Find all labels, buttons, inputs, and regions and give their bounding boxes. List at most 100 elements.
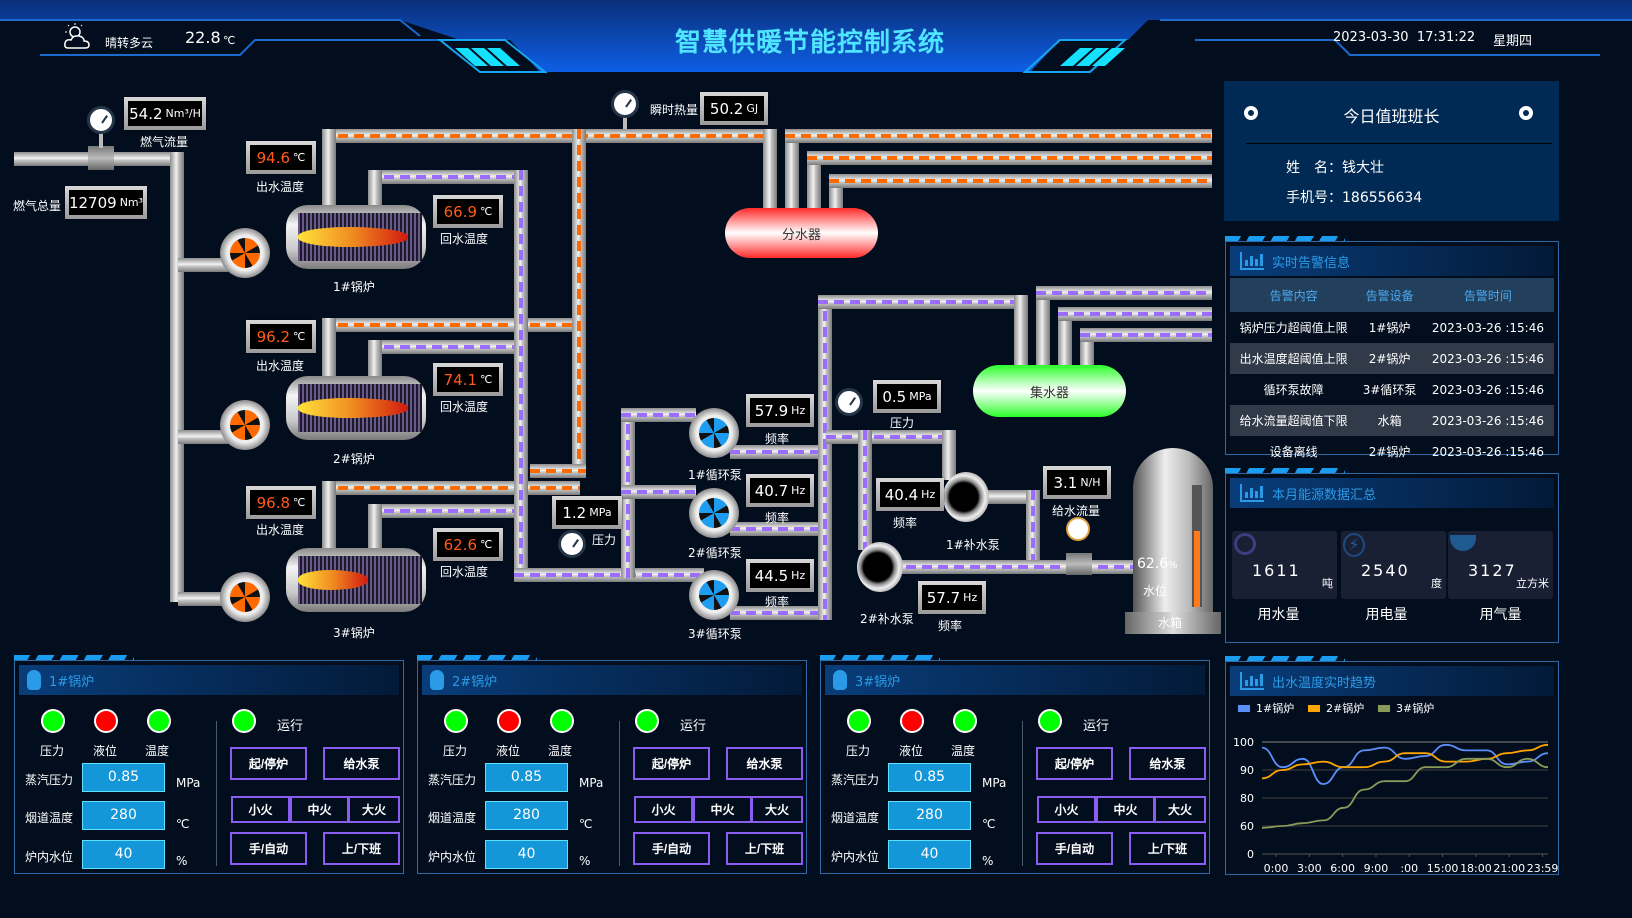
start-stop-button[interactable]: 起/停炉 [230,747,307,780]
run-indicator [1038,709,1062,733]
temp-unit: ℃ [293,496,306,509]
freq-label: 频率 [938,619,963,633]
start-stop-button[interactable]: 起/停炉 [1036,747,1113,780]
water-level-label: 炉内水位 [428,850,477,864]
water-level-label: 炉内水位 [25,850,74,864]
energy-card-gas: 3127 立方米 [1448,531,1553,599]
fan-icon [230,238,260,268]
y-tick-label: 60 [1240,820,1254,833]
name-label: 姓 名： [1286,160,1342,176]
x-tick-label: 23:59 [1527,862,1558,874]
manual-auto-button[interactable]: 手/自动 [1036,832,1113,865]
y-tick-label: 0 [1247,848,1254,861]
cold-flow [890,565,1135,569]
boiler-2[interactable] [286,376,426,440]
boiler3-out-temp: 96.8 [256,493,291,512]
burner-fan-2[interactable] [220,400,270,450]
duty-phone: 186556634 [1342,190,1423,206]
circ-pump1-freq: 57.9 [754,401,789,420]
legend-swatch [1308,705,1320,712]
start-stop-button[interactable]: 起/停炉 [633,747,710,780]
makeup-pump-1[interactable] [943,472,989,522]
burner-fan-1[interactable] [220,228,270,278]
pressure-indicator [41,709,65,733]
alarm-content: 设备离线 [1269,445,1318,459]
gas-total-label: 燃气总量 [13,199,62,213]
divider [1022,721,1023,866]
datetime: 2023-03-30 17:31:22 [1333,30,1476,45]
boiler1-return-temp-display: 66.9℃ [433,195,503,228]
low-fire-button[interactable]: 小火 [1037,796,1096,823]
level-gauge-track [1192,485,1202,607]
circ-pump-2[interactable] [689,488,739,538]
boiler-1[interactable] [286,205,426,269]
boiler1-out-temp-display: 94.6℃ [246,141,316,174]
shift-button[interactable]: 上/下班 [1129,832,1206,865]
circ-pump-1[interactable] [689,408,739,458]
makeup-pump-2[interactable] [857,542,903,592]
legend-swatch [1378,705,1390,712]
high-fire-button[interactable]: 大火 [348,796,400,823]
mid-fire-button[interactable]: 中火 [290,796,349,823]
water-level-value: 40 [82,840,165,869]
gas-branch-1 [178,258,228,272]
duty-phone-row: 手机号：186556634 [1286,187,1422,207]
col-device: 告警设备 [1357,278,1422,312]
feed-pump-button[interactable]: 给水泵 [1129,747,1206,780]
makeup-pump1-freq: 40.4 [884,485,919,504]
low-fire-button[interactable]: 小火 [231,796,290,823]
gas-flow-gauge-icon [87,106,115,134]
legend-label: 1#锅炉 [1256,702,1294,715]
high-fire-button[interactable]: 大火 [1154,796,1206,823]
mid-fire-button[interactable]: 中火 [693,796,752,823]
temp-unit: ℃ [293,151,306,164]
low-fire-button[interactable]: 小火 [634,796,693,823]
burner-fan-3[interactable] [220,572,270,622]
boiler3-out-pipe [322,481,580,495]
panel-stripes [14,655,134,661]
feed-flow-unit: N/H [1080,476,1101,489]
tank-level-label: 水位 [1143,584,1168,598]
cold-flow [826,435,956,439]
high-fire-button[interactable]: 大火 [751,796,803,823]
boiler-3[interactable] [286,548,426,612]
heat-unit: GJ [746,102,759,115]
boiler-panel-title: 2#锅炉 [452,674,498,690]
circ-pump-3[interactable] [689,570,739,620]
level-indicator [497,709,521,733]
distributor-inlet [763,129,777,209]
phone-label: 手机号： [1286,190,1342,206]
manual-auto-button[interactable]: 手/自动 [230,832,307,865]
manual-auto-button[interactable]: 手/自动 [633,832,710,865]
mid-fire-button[interactable]: 中火 [1096,796,1155,823]
cold-flow [621,490,696,494]
hot-main-pipe [322,129,777,143]
divider [1246,143,1552,144]
feed-pump-button[interactable]: 给水泵 [323,747,400,780]
flue-temp-unit: ℃ [176,817,190,831]
feed-pump-button[interactable]: 给水泵 [726,747,803,780]
shift-button[interactable]: 上/下班 [323,832,400,865]
flue-temp-unit: ℃ [579,817,593,831]
flue-temp-label: 烟道温度 [428,811,477,825]
boiler-panel: 2#锅炉 压力 液位 温度 蒸汽压力 0.85 MPa 烟道温度 280 ℃ 炉… [417,660,807,874]
return-temp-label: 回水温度 [440,565,489,579]
run-label: 运行 [277,719,304,734]
shift-button[interactable]: 上/下班 [726,832,803,865]
x-tick-label: 18:00 [1460,862,1492,874]
makeup-pipe [826,430,956,444]
x-tick-label: 3:00 [1297,862,1322,874]
cold-flow [368,509,528,513]
makeup-pressure-gauge-icon [835,388,863,416]
